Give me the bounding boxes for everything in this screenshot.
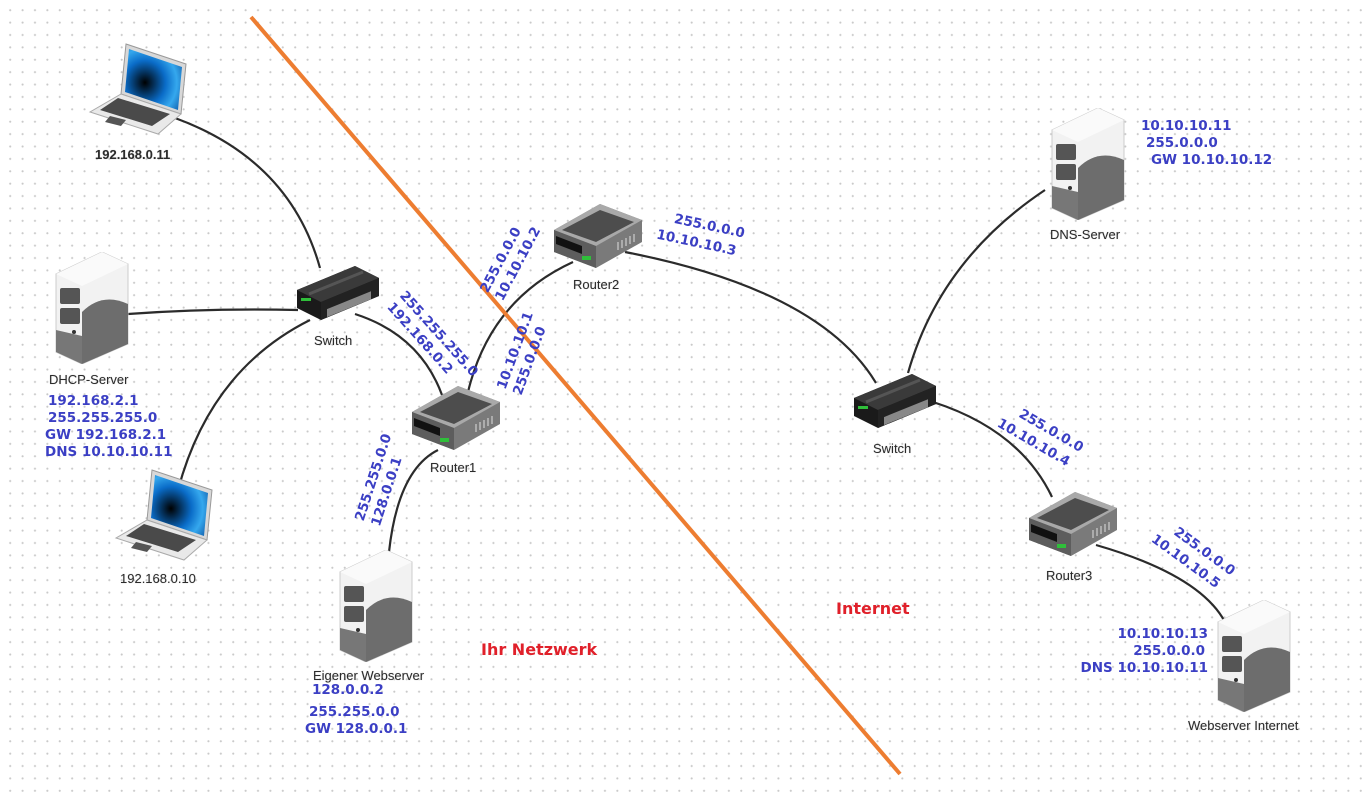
internet-webserver-label: Webserver Internet xyxy=(1188,718,1299,733)
link-switch2-dns xyxy=(906,189,1046,374)
laptop-icon xyxy=(88,43,187,135)
server-icon xyxy=(1051,107,1125,221)
own-webserver-label: Eigener Webserver xyxy=(313,668,425,683)
dhcp-server-label: DHCP-Server xyxy=(49,372,129,387)
laptop-192-168-0-11[interactable] xyxy=(88,42,188,138)
dhcp-mask: 255.255.255.0 xyxy=(48,410,158,426)
router2-label: Router2 xyxy=(573,277,620,292)
dns-server-label: DNS-Server xyxy=(1050,227,1121,242)
dns-gateway: GW 10.10.10.12 xyxy=(1151,152,1273,168)
laptop1-label: 192.168.0.11 xyxy=(95,147,171,162)
link-switch2-router3 xyxy=(932,400,1053,498)
network-boundary-line xyxy=(249,15,902,776)
switch1-label: Switch xyxy=(314,333,353,348)
router-2[interactable] xyxy=(552,202,644,268)
switch-icon xyxy=(854,374,936,428)
dhcp-server[interactable] xyxy=(52,251,132,365)
laptop-192-168-0-10[interactable] xyxy=(114,468,214,564)
server-icon xyxy=(55,251,129,365)
server-icon xyxy=(339,549,413,663)
internet-webserver[interactable] xyxy=(1214,599,1294,713)
dns-ip: 10.10.10.11 xyxy=(1141,118,1232,134)
own-webserver-mask: 255.255.0.0 xyxy=(309,704,400,720)
own-webserver-config: 128.0.0.2 255.255.0.0 GW 128.0.0.1 xyxy=(305,682,407,738)
dhcp-gateway: GW 192.168.2.1 xyxy=(45,427,167,443)
link-laptop2-switch1 xyxy=(176,319,311,491)
zone-label-own-network: Ihr Netzwerk xyxy=(481,640,598,659)
link-laptop1-switch1 xyxy=(174,116,322,269)
own-webserver[interactable] xyxy=(336,549,416,663)
link-router1-webserver xyxy=(387,449,439,553)
zone-label-internet: Internet xyxy=(836,599,910,618)
dhcp-ip: 192.168.2.1 xyxy=(48,393,139,409)
switch-2[interactable] xyxy=(852,372,938,428)
switch-1[interactable] xyxy=(295,264,381,320)
own-webserver-ip: 128.0.0.2 xyxy=(312,682,384,698)
router-3[interactable] xyxy=(1027,490,1119,556)
laptop2-label: 192.168.0.10 xyxy=(120,571,196,586)
dhcp-server-config: 192.168.2.1 255.255.255.0 GW 192.168.2.1… xyxy=(45,393,172,461)
router3-label: Router3 xyxy=(1046,568,1093,583)
link-dhcp-switch1 xyxy=(127,308,299,316)
router-icon xyxy=(1029,492,1117,556)
link-router3-webserver xyxy=(1095,543,1226,623)
internet-webserver-dns: DNS 10.10.10.11 xyxy=(1080,660,1208,676)
router1-label: Router1 xyxy=(430,460,477,475)
internet-webserver-config: 10.10.10.13 255.0.0.0 DNS 10.10.10.11 xyxy=(1080,626,1208,677)
switch-icon xyxy=(297,266,379,320)
laptop-icon xyxy=(114,469,213,561)
dhcp-dns: DNS 10.10.10.11 xyxy=(45,444,173,460)
dns-mask: 255.0.0.0 xyxy=(1146,135,1218,151)
dns-server[interactable] xyxy=(1048,107,1128,221)
router-1[interactable] xyxy=(410,384,502,450)
link-switch1-router1 xyxy=(354,312,444,396)
router-icon xyxy=(554,204,642,268)
internet-webserver-mask: 255.0.0.0 xyxy=(1133,643,1205,659)
router-icon xyxy=(412,386,500,450)
own-webserver-gateway: GW 128.0.0.1 xyxy=(305,721,408,737)
internet-webserver-ip: 10.10.10.13 xyxy=(1117,626,1208,642)
server-icon xyxy=(1217,599,1291,713)
dns-server-config: 10.10.10.11 255.0.0.0 GW 10.10.10.12 xyxy=(1141,118,1272,169)
link-router2-switch2 xyxy=(624,250,877,384)
switch2-label: Switch xyxy=(873,441,912,456)
